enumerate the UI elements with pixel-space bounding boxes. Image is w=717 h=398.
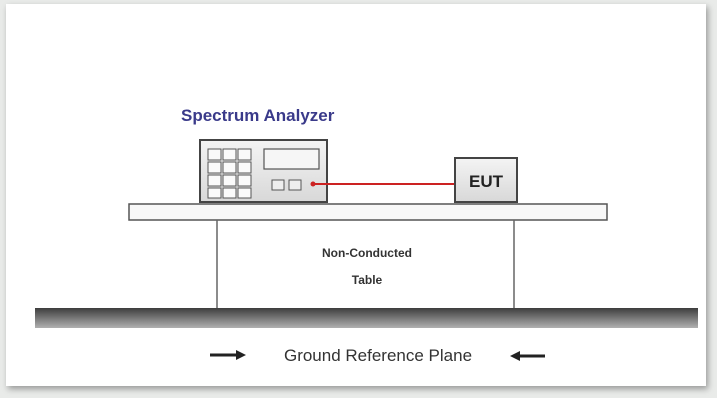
analyzer-button bbox=[288, 179, 302, 191]
left-arrow-icon bbox=[210, 350, 246, 360]
eut-device: EUT bbox=[454, 157, 518, 203]
right-arrow-icon bbox=[510, 351, 545, 361]
table-label-line1: Non-Conducted bbox=[322, 246, 412, 260]
table-label-line2: Table bbox=[352, 273, 383, 287]
eut-label: EUT bbox=[469, 172, 504, 191]
analyzer-display bbox=[263, 148, 320, 170]
ground-plane-label: Ground Reference Plane bbox=[284, 346, 472, 365]
spectrum-analyzer-device bbox=[199, 139, 328, 203]
analyzer-button bbox=[271, 179, 285, 191]
ground-plane bbox=[35, 308, 698, 328]
analyzer-title: Spectrum Analyzer bbox=[181, 106, 335, 125]
analyzer-keypad bbox=[207, 148, 252, 199]
table-top bbox=[128, 203, 608, 221]
